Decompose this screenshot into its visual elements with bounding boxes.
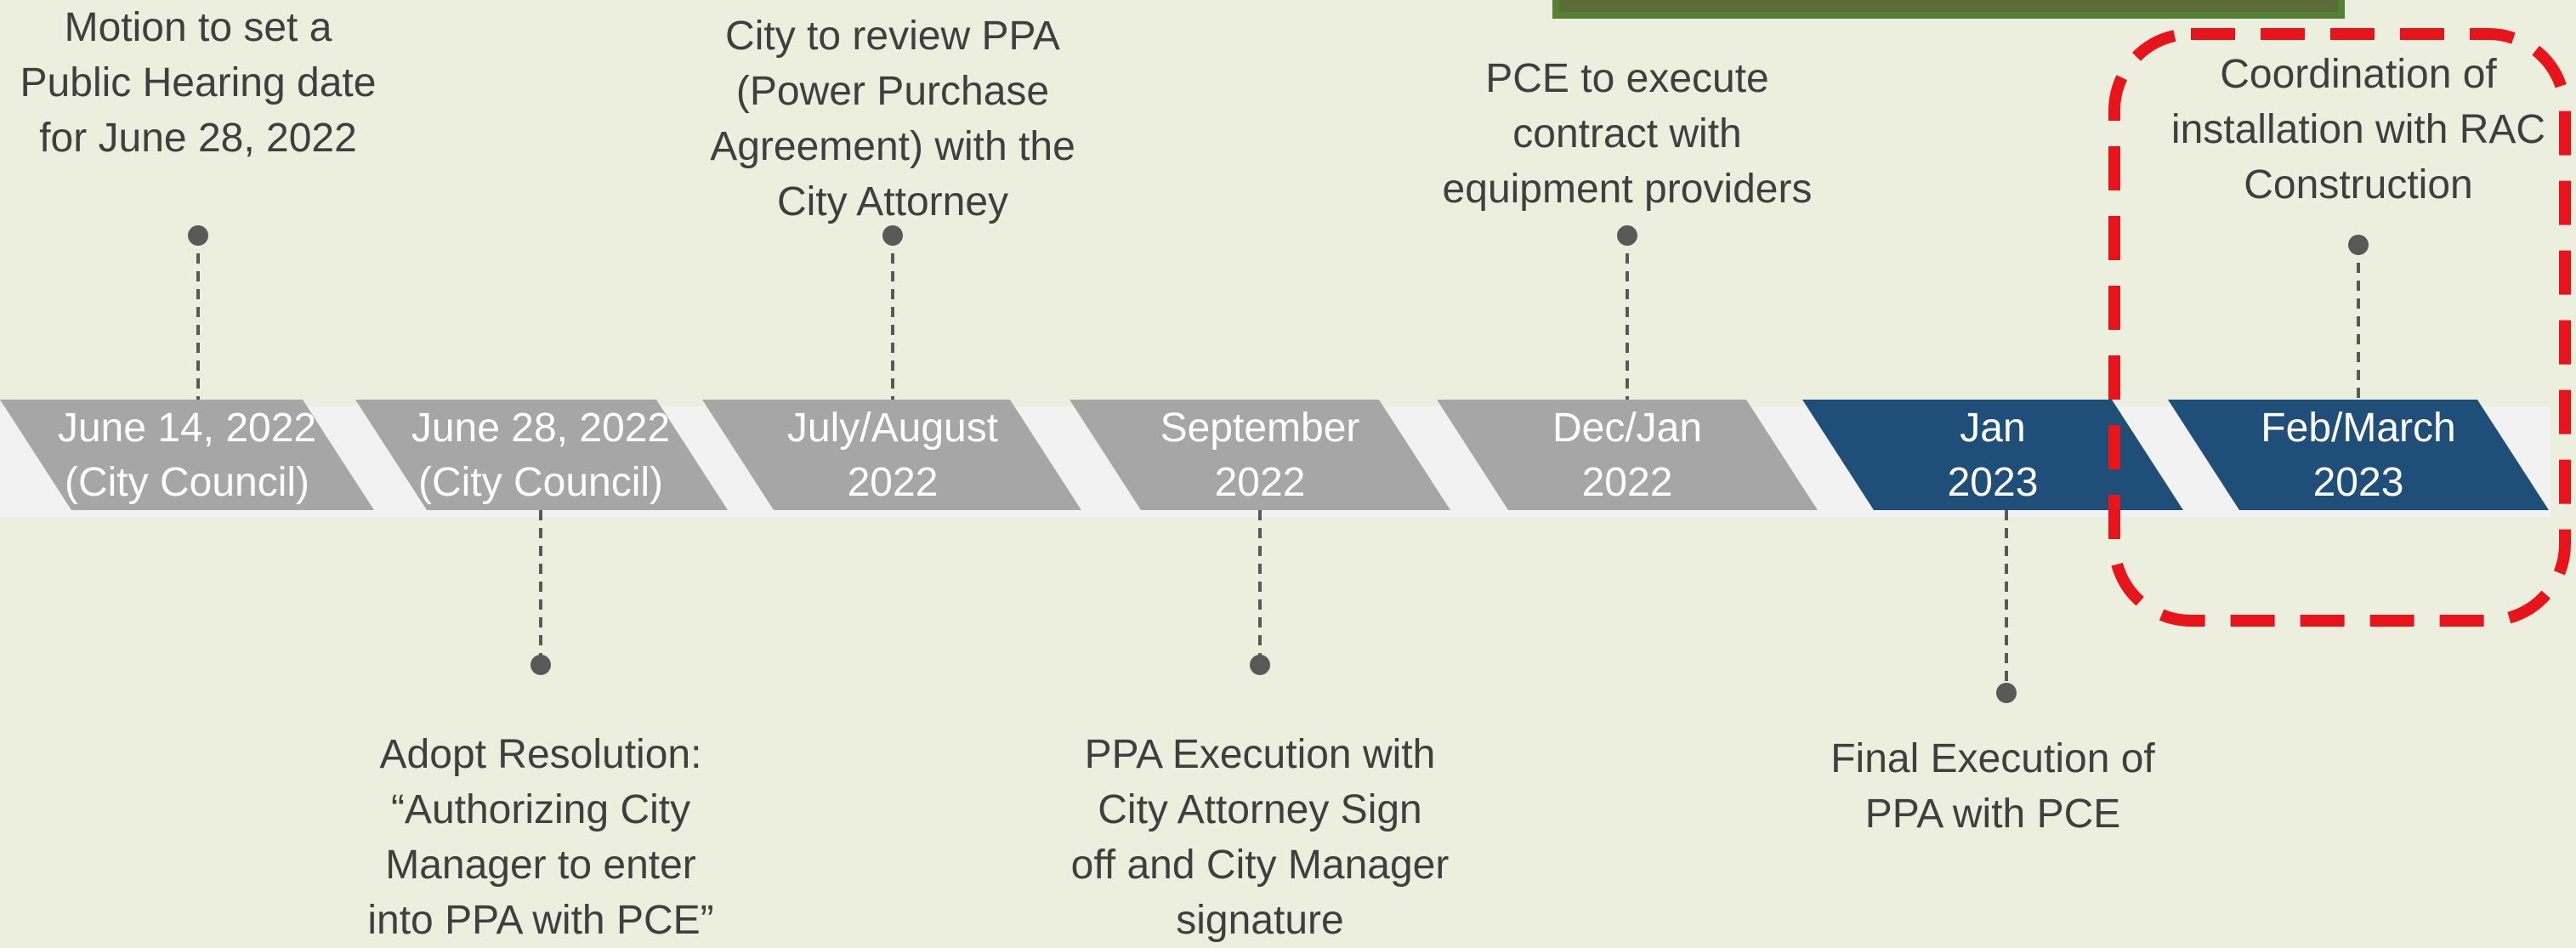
date-label-1: June 14, 2022(City Council) <box>57 406 317 505</box>
connector-dot-1 <box>188 225 208 246</box>
date-tile-1 <box>0 400 374 510</box>
connector-dot-4 <box>1250 655 1270 675</box>
date-tile-6 <box>1802 400 2183 510</box>
highlight-box <box>2108 28 2571 627</box>
connector-dot-5 <box>1617 225 1637 246</box>
date-tile-3 <box>702 400 1081 510</box>
date-label-2: June 28, 2022(City Council) <box>411 406 671 505</box>
date-tile-2 <box>355 400 728 510</box>
date-tile-7 <box>2168 400 2549 510</box>
photo-fragment <box>1552 0 2345 19</box>
connector-dot-3 <box>882 225 903 246</box>
date-tile-5 <box>1437 400 1818 510</box>
connector-dot-6 <box>1996 683 2017 703</box>
connector-dot-2 <box>531 655 551 675</box>
date-tile-4 <box>1070 400 1450 510</box>
connector-dot-7 <box>2348 235 2369 255</box>
